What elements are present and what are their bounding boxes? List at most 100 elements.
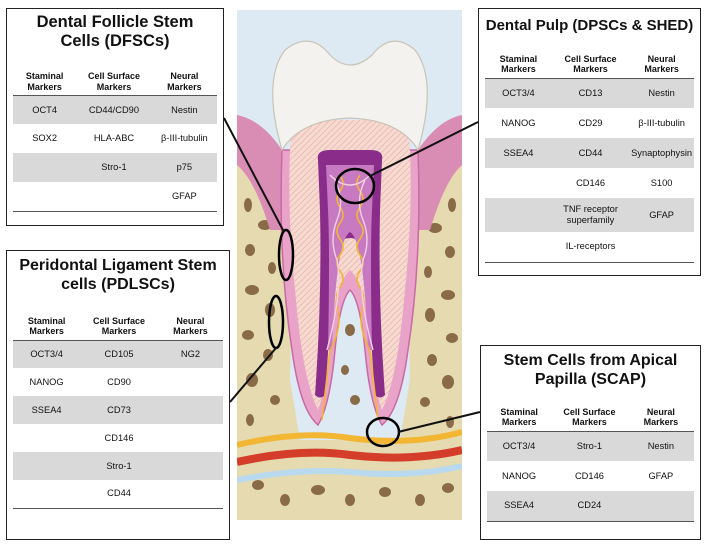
table-row: CD146 S100 (485, 168, 694, 198)
table-cell: Stro-1 (76, 153, 151, 182)
table-row: NANOG CD29 β-III-tubulin (485, 108, 694, 138)
pdl-table: Staminal Markers Cell Surface Markers Ne… (13, 307, 223, 509)
table-cell: NG2 (158, 340, 223, 368)
table-cell: β-III-tubulin (629, 108, 694, 138)
header-neural: Neural Markers (629, 47, 694, 79)
table-cell: Stro-1 (551, 431, 628, 461)
pulp-title: Dental Pulp (DPSCs & SHED) (479, 17, 700, 35)
table-cell: NANOG (485, 108, 552, 138)
table-row: OCT4 CD44/CD90 Nestin (13, 95, 217, 124)
table-cell: CD44 (552, 138, 629, 168)
table-cell: Nestin (629, 78, 694, 108)
table-cell (158, 452, 223, 480)
table-cell: S100 (629, 168, 694, 198)
table-cell: SSEA4 (485, 138, 552, 168)
dfsc-title: Dental Follicle Stem Cells (DFSCs) (35, 13, 195, 52)
table-cell: CD146 (552, 168, 629, 198)
table-cell: OCT3/4 (485, 78, 552, 108)
header-neural: Neural Markers (158, 307, 223, 341)
table-row: NANOG CD90 (13, 368, 223, 396)
pulp-panel: Dental Pulp (DPSCs & SHED) Staminal Mark… (478, 8, 701, 276)
table-cell: NANOG (13, 368, 80, 396)
table-cell: CD90 (80, 368, 158, 396)
scap-panel: Stem Cells from Apical Papilla (SCAP) St… (480, 345, 701, 540)
table-cell: Nestin (628, 431, 694, 461)
table-cell: CD146 (80, 424, 158, 452)
pdl-panel: Peridontal Ligament Stem cells (PDLSCs) … (6, 250, 230, 540)
table-cell: β-III-tubulin (152, 124, 217, 153)
table-cell (628, 491, 694, 521)
table-row: OCT3/4 CD13 Nestin (485, 78, 694, 108)
pdl-title: Peridontal Ligament Stem cells (PDLSCs) (11, 257, 225, 295)
table-cell: CD44/CD90 (76, 95, 151, 124)
table-cell: GFAP (629, 198, 694, 232)
table-cell: CD44 (80, 480, 158, 508)
table-cell: Stro-1 (80, 452, 158, 480)
table-row: TNF receptor superfamily GFAP (485, 198, 694, 232)
table-cell (158, 480, 223, 508)
table-cell: CD29 (552, 108, 629, 138)
table-cell: OCT3/4 (487, 431, 551, 461)
table-row: OCT3/4 Stro-1 Nestin (487, 431, 694, 461)
table-cell: Synaptophysin (629, 138, 694, 168)
table-cell: SOX2 (13, 124, 76, 153)
pulp-table: Staminal Markers Cell Surface Markers Ne… (485, 47, 694, 263)
table-row: IL-receptors (485, 232, 694, 262)
dfsc-table: Staminal Markers Cell Surface Markers Ne… (13, 62, 217, 212)
table-cell (158, 368, 223, 396)
table-row: CD44 (13, 480, 223, 508)
table-cell: OCT3/4 (13, 340, 80, 368)
table-row: Stro-1 p75 (13, 153, 217, 182)
table-cell (13, 153, 76, 182)
table-cell: CD146 (551, 461, 628, 491)
table-cell: OCT4 (13, 95, 76, 124)
table-cell: HLA-ABC (76, 124, 151, 153)
scap-title: Stem Cells from Apical Papilla (SCAP) (491, 352, 691, 390)
table-cell: SSEA4 (487, 491, 551, 521)
table-cell: p75 (152, 153, 217, 182)
header-staminal: Staminal Markers (13, 62, 76, 96)
table-cell: SSEA4 (13, 396, 80, 424)
table-cell: CD105 (80, 340, 158, 368)
table-row: CD146 (13, 424, 223, 452)
table-cell: GFAP (628, 461, 694, 491)
header-surface: Cell Surface Markers (76, 62, 151, 96)
table-cell (13, 424, 80, 452)
header-surface: Cell Surface Markers (552, 47, 629, 79)
header-surface: Cell Surface Markers (551, 400, 628, 432)
table-cell (158, 424, 223, 452)
table-row: GFAP (13, 182, 217, 211)
table-cell: NANOG (487, 461, 551, 491)
table-cell (629, 232, 694, 262)
table-row: OCT3/4 CD105 NG2 (13, 340, 223, 368)
table-cell: CD13 (552, 78, 629, 108)
table-cell: GFAP (152, 182, 217, 211)
table-cell (485, 232, 552, 262)
table-row: SOX2 HLA-ABC β-III-tubulin (13, 124, 217, 153)
header-staminal: Staminal Markers (485, 47, 552, 79)
table-cell: TNF receptor superfamily (552, 198, 629, 232)
table-row: SSEA4 CD24 (487, 491, 694, 521)
table-cell (485, 168, 552, 198)
table-cell (485, 198, 552, 232)
header-neural: Neural Markers (152, 62, 217, 96)
dfsc-panel: Dental Follicle Stem Cells (DFSCs) Stami… (6, 8, 224, 226)
table-row: NANOG CD146 GFAP (487, 461, 694, 491)
table-cell (158, 396, 223, 424)
header-staminal: Staminal Markers (487, 400, 551, 432)
table-cell (13, 182, 76, 211)
table-cell: CD73 (80, 396, 158, 424)
scap-table: Staminal Markers Cell Surface Markers Ne… (487, 400, 694, 522)
header-neural: Neural Markers (628, 400, 694, 432)
table-row: SSEA4 CD73 (13, 396, 223, 424)
table-cell: CD24 (551, 491, 628, 521)
table-row: SSEA4 CD44 Synaptophysin (485, 138, 694, 168)
table-cell (76, 182, 151, 211)
table-cell: IL-receptors (552, 232, 629, 262)
table-cell: Nestin (152, 95, 217, 124)
header-staminal: Staminal Markers (13, 307, 80, 341)
table-row: Stro-1 (13, 452, 223, 480)
header-surface: Cell Surface Markers (80, 307, 158, 341)
table-cell (13, 452, 80, 480)
table-cell (13, 480, 80, 508)
